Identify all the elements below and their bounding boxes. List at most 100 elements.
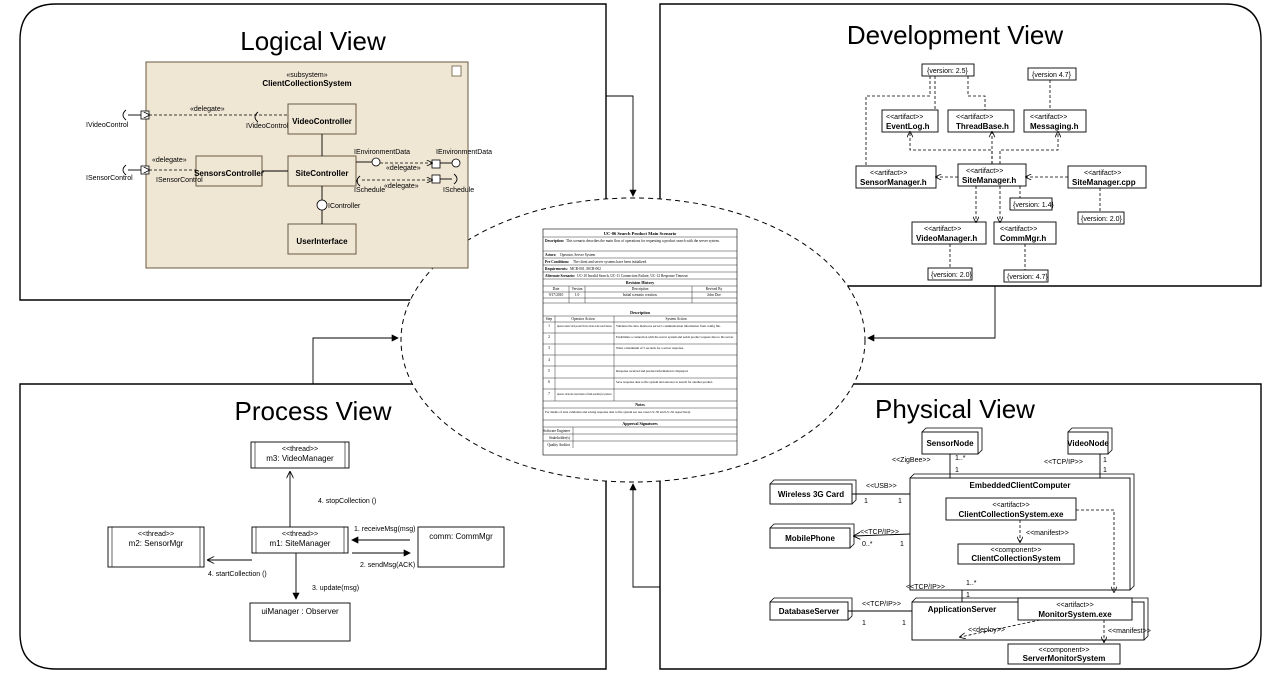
pre-text: The client and server systems have been … [573,260,647,264]
ivideocontrol-inner-label: IVideoControl [246,123,289,130]
messaging-label: Messaging.h [1030,122,1079,131]
videomanager-label: VideoManager.h [916,234,977,243]
mobile-phone-box [769,527,851,549]
sensors-controller-label: SensorsController [194,169,264,178]
development-view-diagram: {version: 2.5} {version 4.7} <<artifact>… [855,63,1147,283]
ienv-outer-label: IEnvironmentData [436,149,492,156]
stereotype: <<component>> [1039,647,1090,654]
application-server-label: ApplicationServer [928,605,996,614]
delegate-label: «delegate» [386,165,421,172]
component-server-monitor [1007,643,1121,665]
tcpip-label: <<TCP/IP>> [860,529,899,536]
database-server-label: DatabaseServer [779,607,839,616]
description-heading: Description [630,310,651,315]
ischedule-outer-label: ISchedule [443,187,474,194]
videonode-label: VideoNode [1067,439,1109,448]
multiplicity: 1 [1103,467,1107,474]
component-icon [451,65,462,77]
stereotype: <<thread>> [282,446,318,453]
note-text: {version: 2.0} [931,272,973,279]
usb-label: <<USB>> [866,483,897,490]
step-system: Save response data to file system and as… [616,380,713,384]
step-num: 1 [548,324,550,328]
manifest-label: <<manifest>> [1026,530,1069,537]
alt-label: Alternate Scenario: [545,274,575,278]
embedded-client-label: EmbeddedClientComputer [970,481,1071,490]
rev-author: John Doe [707,293,721,297]
multiplicity: 1 [955,467,959,474]
stereotype: <<artifact>> [924,226,961,233]
port [431,159,441,169]
step-num: 7 [548,392,550,396]
desc-text: This scenario describes the main flow of… [566,239,720,243]
client-exe-label: ClientCollectionSystem.exe [959,510,1064,519]
site-controller-box [287,155,357,187]
stereotype: <<artifact>> [1084,170,1121,177]
sitemanager-h-label: SiteManager.h [962,176,1016,185]
m2-label: m2: SensorMgr [129,539,184,548]
desc-label: Description: [545,239,564,243]
actors-label: Actors: [545,253,556,257]
msg-receive: 1. receiveMsg(msg) [354,526,415,533]
req-label: Requirements: [545,267,568,271]
ischedule-inner-label: ISchedule [354,187,385,194]
server-monitor-label: ServerMonitorSystem [1023,654,1106,663]
multiplicity: 1 [966,592,970,599]
thread-m1-box [251,526,349,554]
logical-view-diagram: «subsystem» ClientCollectionSystem Video… [86,61,492,269]
thread-m2-box [107,526,205,568]
step-col-step: Step [546,317,553,321]
component-client-system [957,543,1075,565]
tcpip-label: <<TCP/IP>> [1044,459,1083,466]
step-num: 6 [548,380,550,384]
note-version-4-7 [1027,67,1077,81]
sensormanager-label: SensorManager.h [860,178,927,187]
multiplicity: 1 [864,498,868,505]
multiplicity: 0..* [862,541,873,548]
icontroller-label: IController [328,203,361,210]
multiplicity: 1 [900,541,904,548]
alt-text: UC-10 Invalid Search, UC-11 Connection F… [577,274,688,279]
notes-text: For details of data validation and savin… [545,410,691,414]
note-text: {version: 4.7} [1007,274,1049,281]
step-col-operator: Operator Action [571,317,594,321]
zigbee-label: <<ZigBee>> [892,457,931,464]
stereotype: <<thread>> [282,531,318,538]
multiplicity: 1 [862,620,866,627]
physical-view-title: Physical View [875,394,1035,424]
msg-start-collection: 4. startCollection () [208,571,267,578]
ui-manager-label: uiManager : Observer [261,607,339,616]
physical-to-scenario-arrow [629,483,660,588]
embedded-client-box [909,477,1131,591]
stereotype: <<artifact>> [956,114,993,121]
sensors-controller-box [195,155,263,187]
comm-label: comm: CommMgr [429,532,493,541]
isensorcontrol-outer-label: ISensorControl [86,175,133,182]
step-num: 2 [548,335,550,339]
stereotype: <<artifact>> [966,168,1003,175]
multiplicity: 1..* [966,580,977,587]
step-system: Validates the data. Retrieves server's c… [616,324,721,328]
multiplicity: 1 [1103,457,1107,464]
multiplicity: 1..* [955,455,966,462]
artifact-monitor-exe [1017,597,1133,621]
multiplicity: 1 [898,498,902,505]
scenario-document: UC-06 Search Product Main Scenario Descr… [542,228,738,456]
monitor-exe-label: MonitorSystem.exe [1038,610,1112,619]
videonode-box [1067,431,1109,455]
site-controller-label: SiteController [296,169,349,178]
deploy-label: <<deploy>> [968,627,1005,634]
step-operator: Operator enters valid product ID and cli… [557,324,612,328]
rev-version: 1.0 [575,293,580,297]
artifact-videomanager [911,221,987,245]
threadbase-label: ThreadBase.h [956,122,1009,131]
stereotype: <<artifact>> [992,502,1029,509]
development-to-scenario-arrow [867,286,996,342]
m1-label: m1: SiteManager [270,539,331,548]
step-col-system: System Action [665,317,686,321]
port [431,174,441,184]
rev-col-version: Version [572,287,583,291]
delegate-label: «delegate» [384,183,419,190]
notes-heading: Notes [635,402,645,407]
